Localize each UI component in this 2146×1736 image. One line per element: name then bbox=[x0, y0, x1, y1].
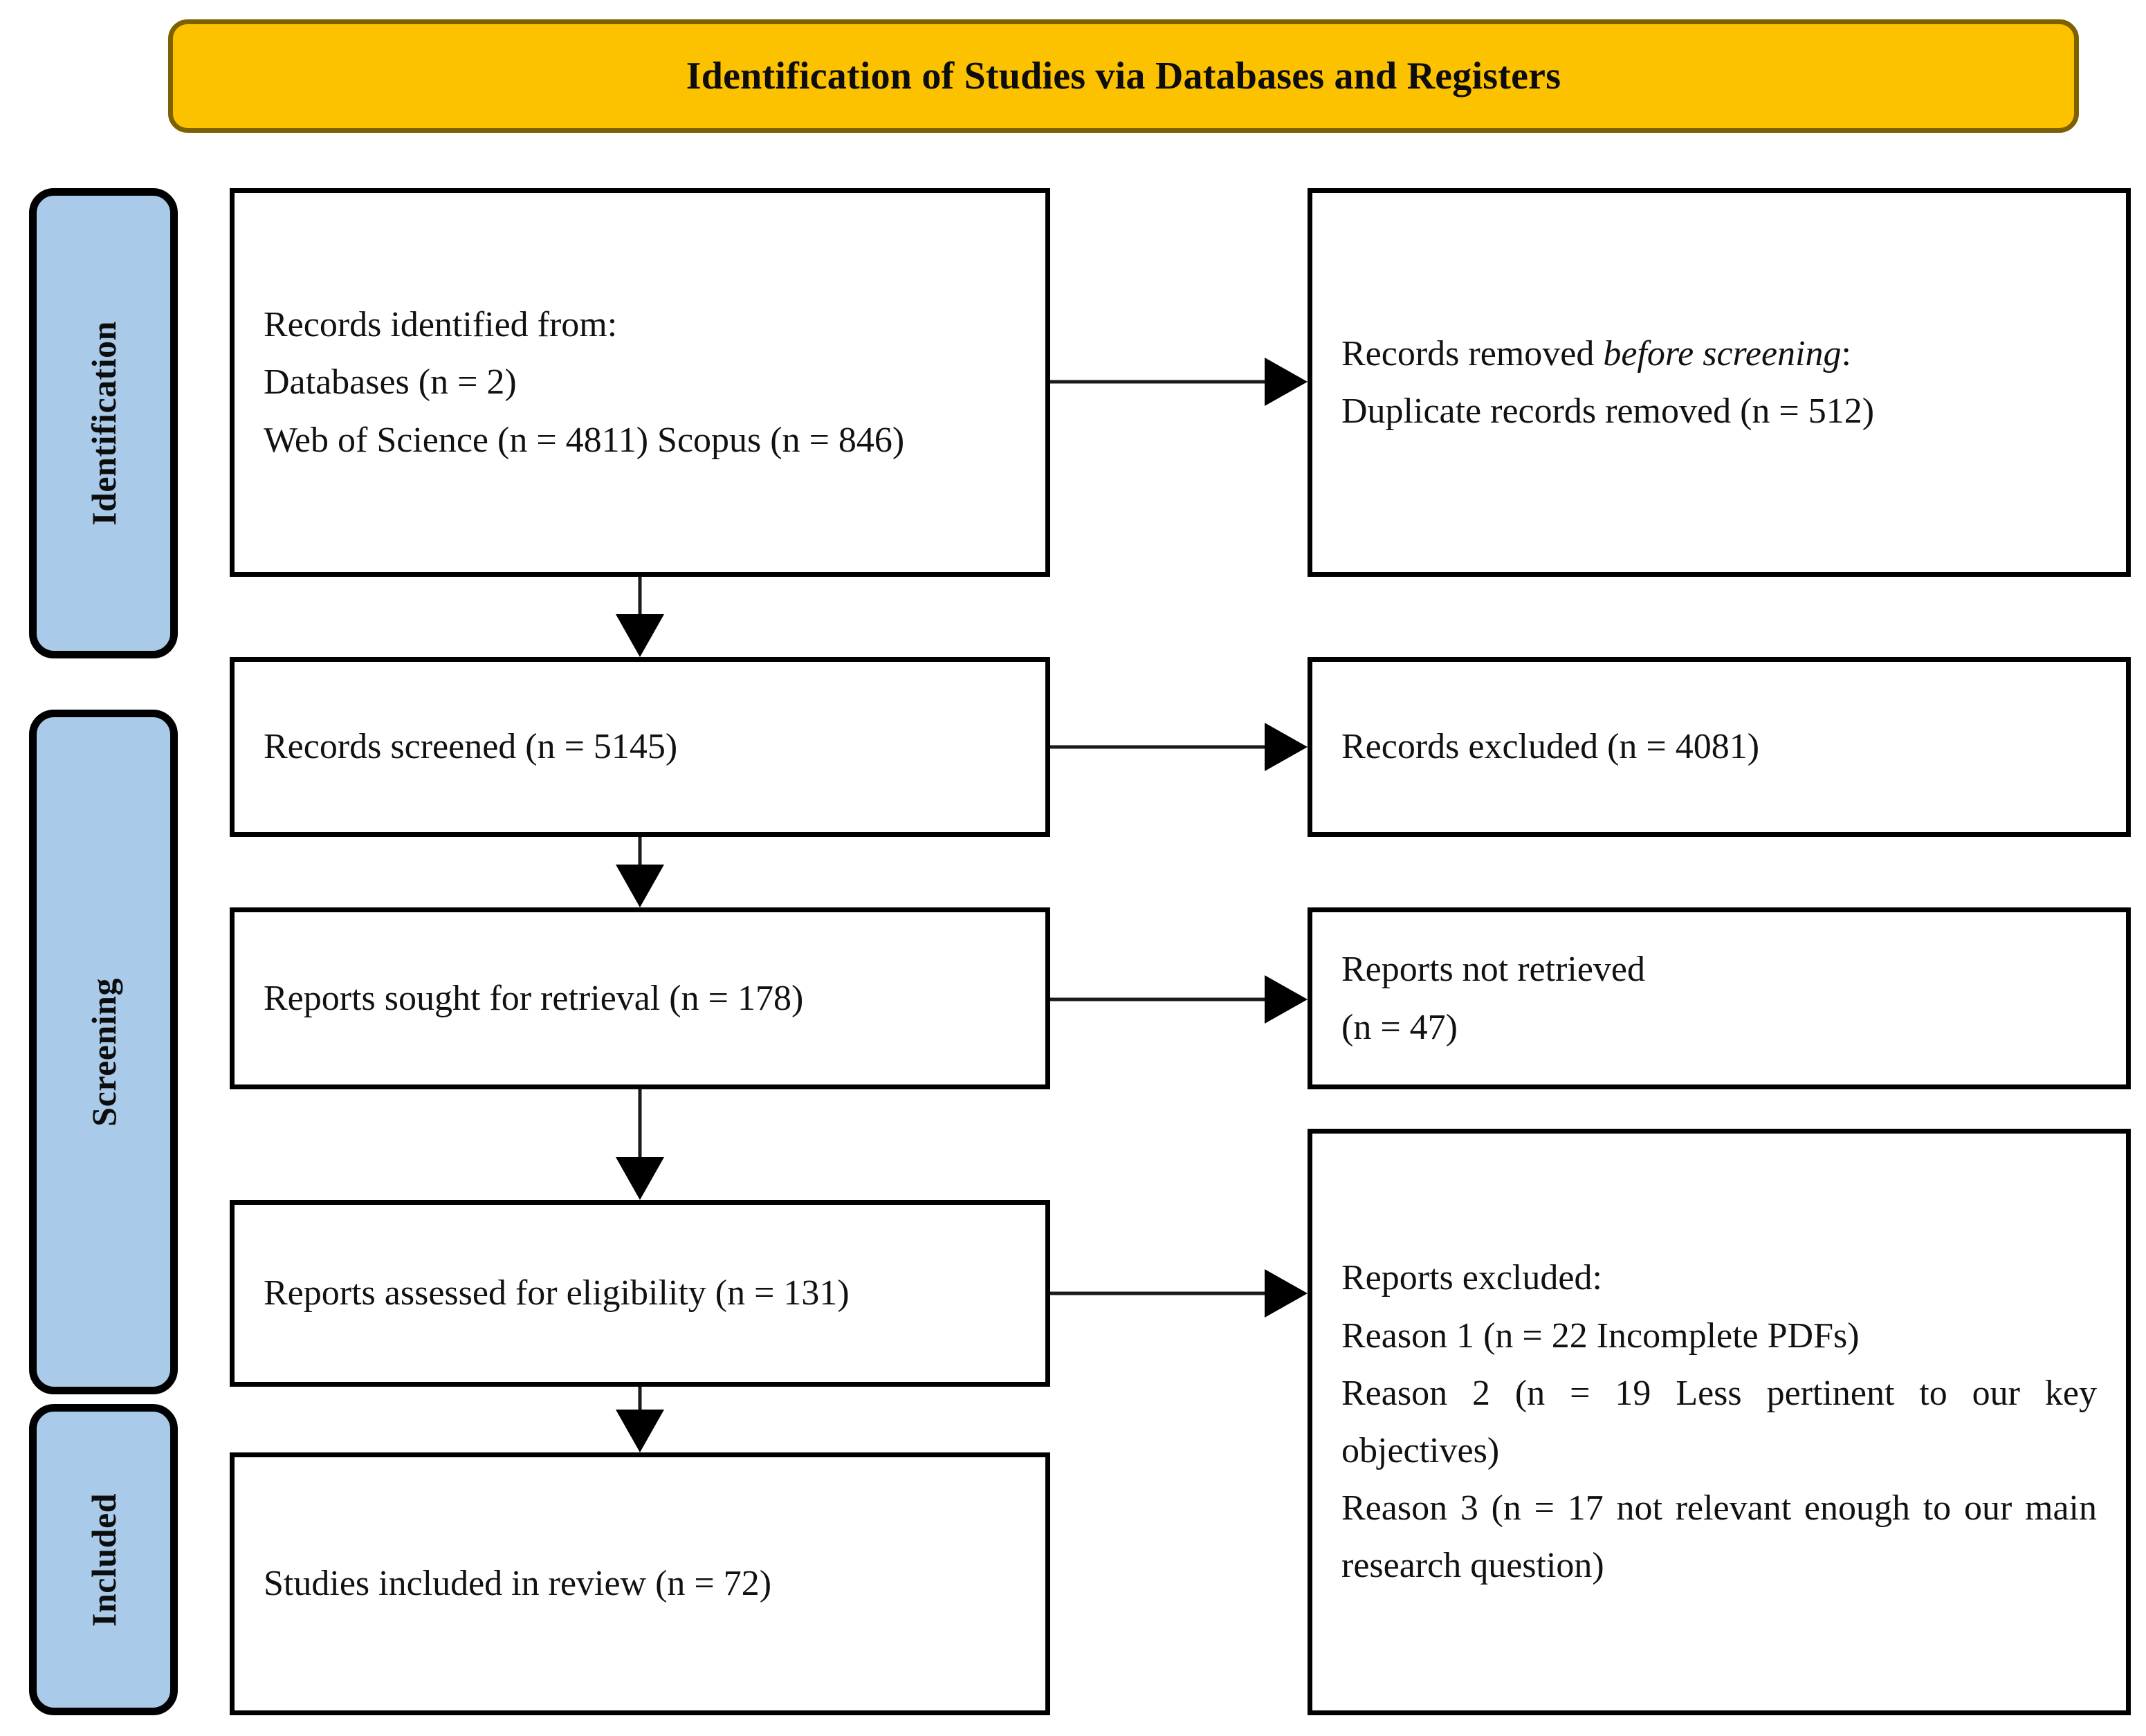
connector-line bbox=[1050, 997, 1270, 1001]
studies-included-text: Studies included in review (n = 72) bbox=[264, 1564, 772, 1604]
reports-excluded-heading: Reports excluded: bbox=[1341, 1258, 1602, 1298]
connector-line bbox=[1050, 745, 1270, 749]
arrow-down-icon bbox=[616, 1157, 664, 1200]
box-reports-sought-for-retrieval: Reports sought for retrieval (n = 178) bbox=[230, 907, 1050, 1089]
arrow-down-icon bbox=[616, 614, 664, 657]
connector-sought-to-assessed bbox=[230, 1089, 1050, 1200]
reports-excluded-reason-1: Reason 1 (n = 22 Incomplete PDFs) bbox=[1341, 1315, 1860, 1356]
records-screened-text: Records screened (n = 5145) bbox=[264, 727, 678, 767]
box-records-identified: Records identified from: Databases (n = … bbox=[230, 188, 1050, 577]
connector-identified-to-removed bbox=[1050, 354, 1308, 409]
records-removed-emphasis: before screening bbox=[1603, 333, 1842, 373]
records-removed-line-2: Duplicate records removed (n = 512) bbox=[1341, 391, 1875, 431]
connector-line bbox=[638, 577, 642, 618]
connector-line bbox=[1050, 1291, 1270, 1295]
connector-line bbox=[638, 837, 642, 869]
connector-line bbox=[1050, 380, 1270, 384]
connector-screened-to-sought bbox=[230, 837, 1050, 907]
reports-excluded-reason-3: Reason 3 (n = 17 not relevant enough to … bbox=[1341, 1488, 2097, 1586]
box-reports-excluded: Reports excluded: Reason 1 (n = 22 Incom… bbox=[1308, 1129, 2131, 1715]
diagram-header-banner: Identification of Studies via Databases … bbox=[168, 19, 2079, 133]
reports-sought-text: Reports sought for retrieval (n = 178) bbox=[264, 978, 804, 1018]
box-reports-assessed-for-eligibility: Reports assessed for eligibility (n = 13… bbox=[230, 1200, 1050, 1387]
arrow-right-icon bbox=[1265, 358, 1308, 406]
connector-line bbox=[638, 1089, 642, 1161]
box-reports-not-retrieved: Reports not retrieved (n = 47) bbox=[1308, 907, 2131, 1089]
arrow-right-icon bbox=[1265, 723, 1308, 771]
arrow-down-icon bbox=[616, 1410, 664, 1452]
arrow-right-icon bbox=[1265, 975, 1308, 1024]
stage-screening-text: Screening bbox=[84, 977, 123, 1127]
records-identified-line-1: Records identified from: bbox=[264, 305, 618, 345]
connector-screened-to-records-excluded bbox=[1050, 719, 1308, 775]
records-removed-lead-end: : bbox=[1841, 333, 1851, 373]
connector-identified-to-screened bbox=[230, 577, 1050, 657]
connector-assessed-to-included bbox=[230, 1387, 1050, 1452]
records-identified-line-3: Web of Science (n = 4811) Scopus (n = 84… bbox=[264, 420, 905, 460]
box-records-excluded: Records excluded (n = 4081) bbox=[1308, 657, 2131, 837]
records-removed-line-1: Records removed before screening: bbox=[1341, 325, 2097, 382]
box-studies-included-in-review: Studies included in review (n = 72) bbox=[230, 1452, 1050, 1715]
arrow-down-icon bbox=[616, 865, 664, 907]
records-identified-line-2: Databases (n = 2) bbox=[264, 362, 517, 403]
records-excluded-text: Records excluded (n = 4081) bbox=[1341, 727, 1760, 767]
connector-sought-to-not-retrieved bbox=[1050, 972, 1308, 1027]
arrow-right-icon bbox=[1265, 1269, 1308, 1318]
box-records-screened: Records screened (n = 5145) bbox=[230, 657, 1050, 837]
connector-line bbox=[638, 1387, 642, 1414]
stage-included-text: Included bbox=[84, 1493, 123, 1627]
stage-identification-text: Identification bbox=[84, 321, 123, 526]
stage-label-identification: Identification bbox=[29, 188, 178, 658]
reports-assessed-text: Reports assessed for eligibility (n = 13… bbox=[264, 1273, 850, 1313]
diagram-title: Identification of Studies via Databases … bbox=[686, 55, 1561, 98]
stage-label-screening: Screening bbox=[29, 710, 178, 1394]
stage-label-included: Included bbox=[29, 1404, 178, 1715]
box-records-removed-before-screening: Records removed before screening: Duplic… bbox=[1308, 188, 2131, 577]
connector-assessed-to-reports-excluded bbox=[1050, 1266, 1308, 1321]
reports-excluded-reason-2: Reason 2 (n = 19 Less pertinent to our k… bbox=[1341, 1373, 2097, 1470]
reports-not-retrieved-line-1: Reports not retrieved bbox=[1341, 950, 1645, 990]
records-removed-lead: Records removed bbox=[1341, 333, 1604, 373]
reports-not-retrieved-line-2: (n = 47) bbox=[1341, 1007, 1458, 1047]
